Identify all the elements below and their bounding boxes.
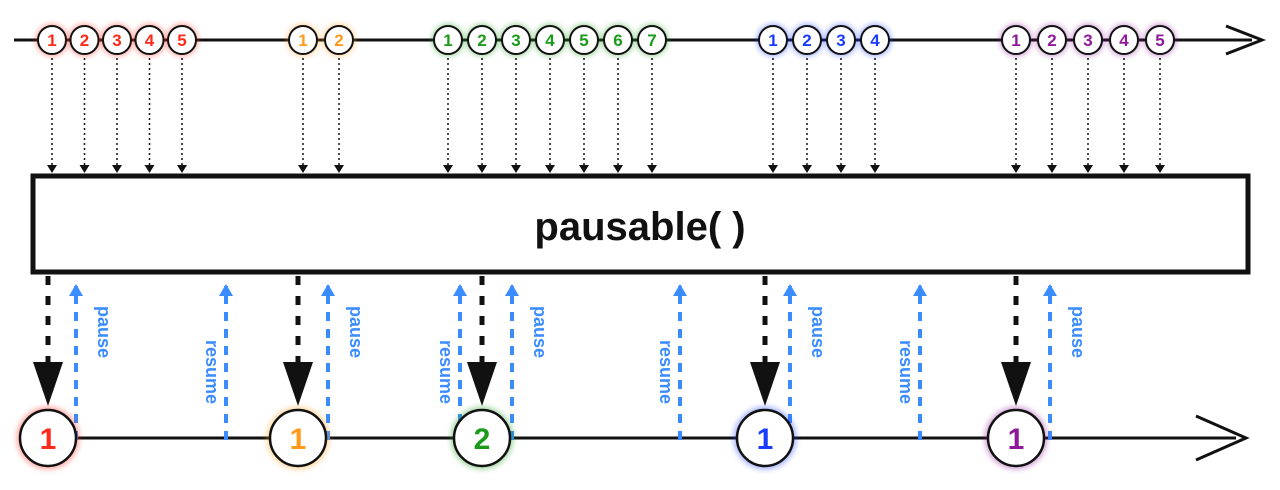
input-marble: 4 <box>534 24 566 56</box>
input-marble: 7 <box>636 24 668 56</box>
input-marble-label: 5 <box>177 31 186 50</box>
input-marble: 1 <box>287 24 319 56</box>
input-marble: 5 <box>166 24 198 56</box>
resume-signal: resume <box>896 284 927 440</box>
input-marble: 1 <box>1000 24 1032 56</box>
pause-label: pause <box>808 306 828 358</box>
input-marble-label: 6 <box>613 31 622 50</box>
input-marble-label: 1 <box>47 31 56 50</box>
input-marble-label: 4 <box>145 31 155 50</box>
output-marble-label: 1 <box>290 423 307 456</box>
output-marble: 1 <box>734 407 796 469</box>
output-arrow <box>467 276 497 406</box>
input-marble: 2 <box>1036 24 1068 56</box>
input-marble: 2 <box>323 24 355 56</box>
input-marble-label: 1 <box>1011 31 1020 50</box>
input-marble-label: 1 <box>298 31 307 50</box>
input-marble-label: 3 <box>1083 31 1092 50</box>
output-marble: 2 <box>451 407 513 469</box>
input-marble: 1 <box>757 24 789 56</box>
resume-label: resume <box>436 340 456 404</box>
input-arrows <box>47 58 1165 173</box>
input-marble: 4 <box>133 24 166 56</box>
output-marble-label: 1 <box>757 423 774 456</box>
resume-label: resume <box>896 340 916 404</box>
output-marble-label: 2 <box>474 423 491 456</box>
input-marble: 5 <box>1144 24 1176 56</box>
input-marble-label: 2 <box>802 31 811 50</box>
operator-box: pausable( ) <box>30 173 1251 275</box>
output-marble: 1 <box>17 407 79 469</box>
resume-signal: resume <box>656 284 687 440</box>
input-marble-label: 3 <box>511 31 520 50</box>
output-arrow <box>750 276 780 406</box>
pause-signal: pause <box>505 284 550 440</box>
input-marble-label: 1 <box>443 31 452 50</box>
input-marble: 1 <box>36 24 68 56</box>
output-arrow <box>283 276 313 406</box>
input-marble-label: 2 <box>477 31 486 50</box>
pause-signal: pause <box>783 284 828 440</box>
output-marble-label: 1 <box>40 423 57 456</box>
input-marble-label: 5 <box>579 31 588 50</box>
resume-label: resume <box>656 340 676 404</box>
input-marble-label: 5 <box>1155 31 1164 50</box>
output-marbles: 1 1 2 1 1 <box>17 407 1047 469</box>
input-marble-label: 7 <box>647 31 656 50</box>
pause-label: pause <box>94 306 114 358</box>
output-marble-label: 1 <box>1008 423 1025 456</box>
output-arrow <box>1001 276 1031 406</box>
output-arrow <box>33 276 63 406</box>
input-marbles: 1 2 3 4 5 1 2 1 2 3 4 5 6 7 1 2 3 4 1 2 3 4 5 <box>36 24 1176 56</box>
pause-signal: pause <box>321 284 366 440</box>
input-axis-arrowhead <box>1225 24 1267 56</box>
input-marble: 2 <box>791 24 823 56</box>
output-timeline <box>20 414 1250 462</box>
input-marble: 4 <box>859 24 891 56</box>
input-marble: 2 <box>466 24 498 56</box>
input-marble-label: 4 <box>870 31 880 50</box>
input-marble-label: 4 <box>545 31 555 50</box>
input-marble: 5 <box>568 24 600 56</box>
input-marble: 3 <box>500 24 532 56</box>
pause-label: pause <box>346 306 366 358</box>
pause-signal: pause <box>1043 284 1088 440</box>
output-marble: 1 <box>267 407 329 469</box>
input-marble-label: 4 <box>1119 31 1129 50</box>
input-marble-label: 1 <box>768 31 777 50</box>
input-marble: 6 <box>602 24 634 56</box>
resume-signal: resume <box>202 284 233 440</box>
output-axis-arrowhead <box>1195 414 1250 462</box>
resume-signal: resume <box>436 284 467 440</box>
input-marble-label: 3 <box>112 31 121 50</box>
pause-label: pause <box>530 306 550 358</box>
resume-label: resume <box>202 340 222 404</box>
operator-label: pausable( ) <box>534 205 745 249</box>
control-arrows: pause resume pause resume pause resume pause re… <box>69 284 1088 440</box>
pause-signal: pause <box>69 284 114 440</box>
input-marble-label: 2 <box>1047 31 1056 50</box>
input-marble: 2 <box>68 24 101 56</box>
output-arrows <box>33 276 1031 406</box>
input-marble-label: 3 <box>836 31 845 50</box>
input-marble-label: 2 <box>334 31 343 50</box>
pause-label: pause <box>1068 306 1088 358</box>
input-marble: 3 <box>101 24 133 56</box>
input-marble: 3 <box>1072 24 1104 56</box>
input-marble: 1 <box>432 24 464 56</box>
input-marble: 3 <box>825 24 857 56</box>
input-marble: 4 <box>1108 24 1140 56</box>
input-marble-label: 2 <box>80 31 89 50</box>
output-marble: 1 <box>985 407 1047 469</box>
